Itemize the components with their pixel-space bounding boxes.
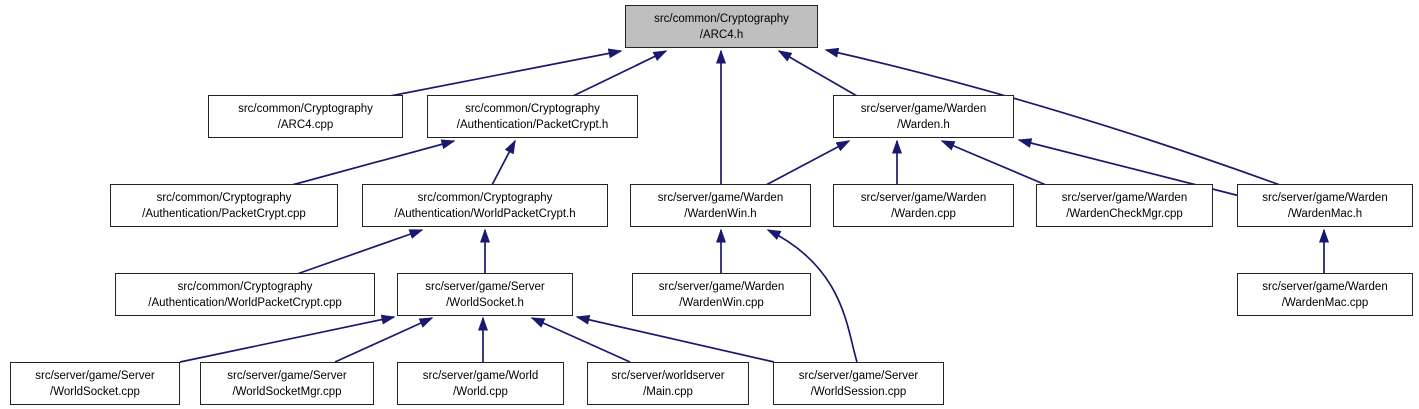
node-worldsocket-cpp[interactable]: src/server/game/Server /WorldSocket.cpp — [10, 362, 180, 405]
node-worldsocket-h[interactable]: src/server/game/Server /WorldSocket.h — [397, 273, 573, 316]
edge-worldsocketmgr-cpp-to-worldsocket-h — [334, 317, 434, 363]
node-arc4-cpp[interactable]: src/common/Cryptography /ARC4.cpp — [208, 95, 403, 138]
edge-packetcrypt-cpp-to-packetcrypt-h — [291, 139, 456, 186]
node-label: src/server/worldserver /Main.cpp — [611, 369, 725, 398]
edge-main-cpp-to-worldsocket-h — [530, 317, 631, 363]
node-packetcrypt-h[interactable]: src/common/Cryptography /Authentication/… — [427, 95, 638, 138]
node-packetcrypt-cpp[interactable]: src/common/Cryptography /Authentication/… — [110, 184, 338, 227]
edge-worldpacketcrypt-h-to-packetcrypt-h — [491, 139, 516, 186]
node-label: src/server/game/Warden /Warden.cpp — [860, 191, 987, 220]
node-label: src/common/Cryptography /Authentication/… — [456, 102, 609, 131]
edge-packetcrypt-h-to-arc4-h — [572, 50, 668, 97]
node-label: src/server/game/World /World.cpp — [422, 369, 539, 398]
node-wardenwin-cpp[interactable]: src/server/game/Warden /WardenWin.cpp — [632, 273, 811, 316]
node-warden-cpp[interactable]: src/server/game/Warden /Warden.cpp — [833, 184, 1014, 227]
node-worldsession-cpp[interactable]: src/server/game/Server /WorldSession.cpp — [773, 362, 944, 405]
node-label: src/server/game/Server /WorldSession.cpp — [798, 369, 919, 398]
node-label: src/server/game/Warden /WardenWin.h — [657, 191, 784, 220]
edge-wardenwin-h-to-warden-h — [765, 140, 851, 186]
node-world-cpp[interactable]: src/server/game/World /World.cpp — [397, 362, 564, 405]
node-label: src/server/game/Warden /WardenMac.cpp — [1262, 280, 1388, 309]
node-label: src/common/Cryptography /Authentication/… — [148, 280, 342, 309]
node-worldsocketmgr-cpp[interactable]: src/server/game/Server /WorldSocketMgr.c… — [200, 362, 374, 405]
edge-wardencheckmgr-cpp-to-warden-h — [940, 140, 1047, 186]
node-warden-h[interactable]: src/server/game/Warden /Warden.h — [833, 95, 1014, 138]
node-label: src/server/game/Warden /WardenCheckMgr.c… — [1061, 191, 1188, 220]
node-label: src/common/Cryptography /Authentication/… — [394, 191, 576, 220]
node-label: src/server/game/Warden /WardenMac.h — [1262, 191, 1388, 220]
edge-worldsession-cpp-to-wardenwin-h — [766, 229, 858, 363]
node-label: src/server/game/Warden /WardenWin.cpp — [658, 280, 785, 309]
edge-wardenmac-h-to-arc4-h — [824, 47, 1281, 186]
node-label: src/server/game/Server /WorldSocket.h — [425, 280, 545, 309]
node-main-cpp[interactable]: src/server/worldserver /Main.cpp — [587, 362, 749, 405]
node-label: src/server/game/Server /WorldSocket.cpp — [35, 369, 155, 398]
node-wardenmac-h[interactable]: src/server/game/Warden /WardenMac.h — [1237, 184, 1413, 227]
node-wardenwin-h[interactable]: src/server/game/Warden /WardenWin.h — [630, 184, 811, 227]
node-label: src/common/Cryptography /ARC4.cpp — [238, 102, 373, 131]
node-label: src/server/game/Server /WorldSocketMgr.c… — [227, 369, 347, 398]
edge-warden-h-to-arc4-h — [777, 50, 858, 97]
node-worldpacketcrypt-h[interactable]: src/common/Cryptography /Authentication/… — [362, 184, 608, 227]
node-label: src/server/game/Warden /Warden.h — [860, 102, 987, 131]
edge-arc4-cpp-to-arc4-h — [389, 48, 623, 97]
edge-worldsession-cpp-to-worldsocket-h — [575, 314, 775, 363]
edge-worldsocket-cpp-to-worldsocket-h — [179, 314, 396, 363]
node-arc4-h[interactable]: src/common/Cryptography /ARC4.h — [625, 5, 818, 48]
node-label: src/common/Cryptography /Authentication/… — [142, 191, 306, 220]
node-worldpacketcrypt-cpp[interactable]: src/common/Cryptography /Authentication/… — [115, 273, 375, 316]
node-wardencheckmgr-cpp[interactable]: src/server/game/Warden /WardenCheckMgr.c… — [1036, 184, 1213, 227]
node-label: src/common/Cryptography /ARC4.h — [654, 12, 789, 41]
node-wardenmac-cpp[interactable]: src/server/game/Warden /WardenMac.cpp — [1237, 273, 1413, 316]
edge-worldpacketcrypt-cpp-to-worldpacketcrypt-h — [296, 229, 424, 275]
